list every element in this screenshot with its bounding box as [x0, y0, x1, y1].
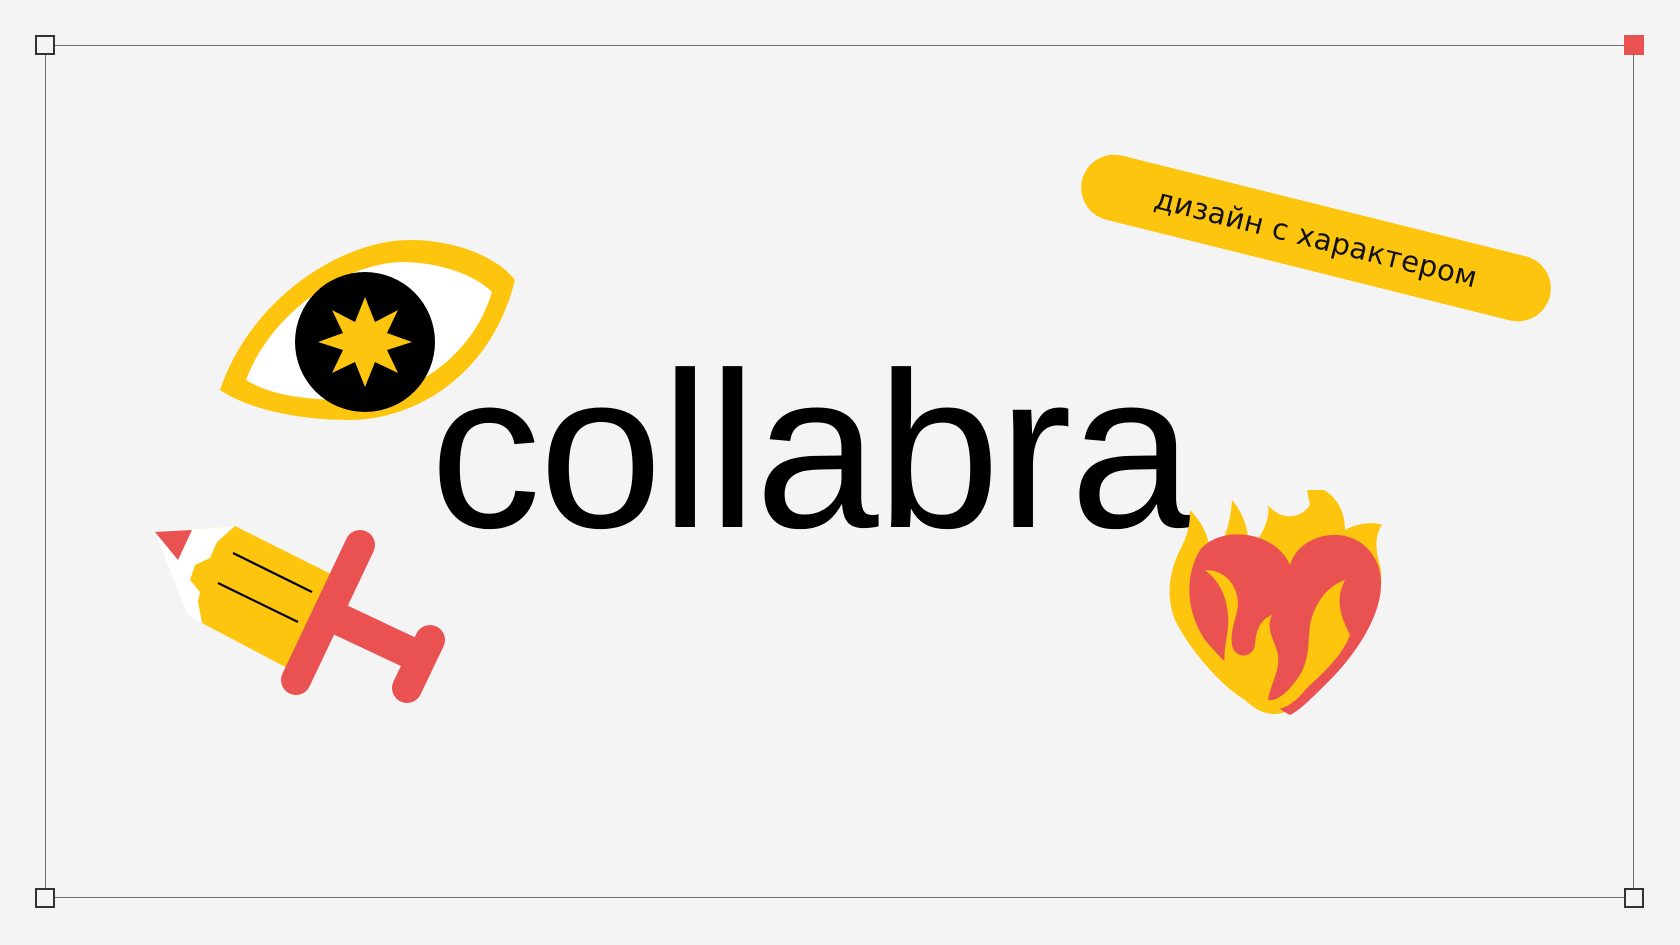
selection-frame: [45, 45, 1634, 898]
resize-handle-bottom-right[interactable]: [1624, 888, 1644, 908]
resize-handle-top-right[interactable]: [1624, 35, 1644, 55]
heart-on-fire-icon: [1169, 490, 1382, 715]
resize-handle-bottom-left[interactable]: [35, 888, 55, 908]
eye-icon: [220, 240, 515, 420]
pencil-sword-icon: [155, 526, 445, 703]
logo-wordmark: collabra: [430, 327, 1193, 575]
resize-handle-top-left[interactable]: [35, 35, 55, 55]
